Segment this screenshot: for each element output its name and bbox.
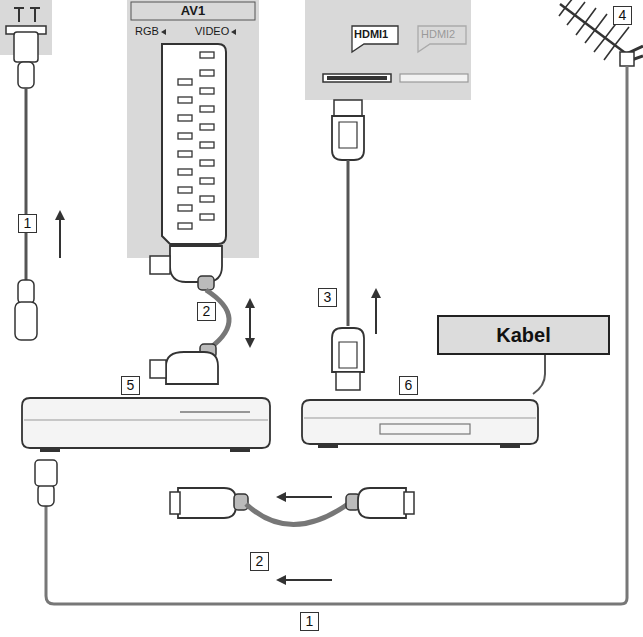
callout-number: 3: [318, 288, 337, 307]
callout-number: 1: [300, 612, 319, 631]
callout-number: 2: [250, 552, 269, 571]
signal-name: RGB: [135, 25, 159, 38]
callout-number: 2: [197, 302, 216, 321]
socket-label: AV1: [127, 3, 259, 19]
box-label: Kabel: [496, 323, 550, 347]
callout-number: 1: [18, 214, 37, 233]
signal-name: VIDEO: [195, 25, 229, 38]
socket-label: HDMI1: [354, 28, 388, 41]
socket-label: HDMI2: [421, 28, 455, 41]
av1-panel: AV1RGB VIDEO: [127, 0, 259, 258]
hdmi-panel: HDMI1 HDMI2: [305, 0, 471, 100]
callout-number: 6: [399, 376, 418, 395]
callout-number: 4: [613, 6, 632, 25]
cable-source-box: Kabel: [437, 315, 610, 355]
callout-number: 5: [121, 376, 140, 395]
